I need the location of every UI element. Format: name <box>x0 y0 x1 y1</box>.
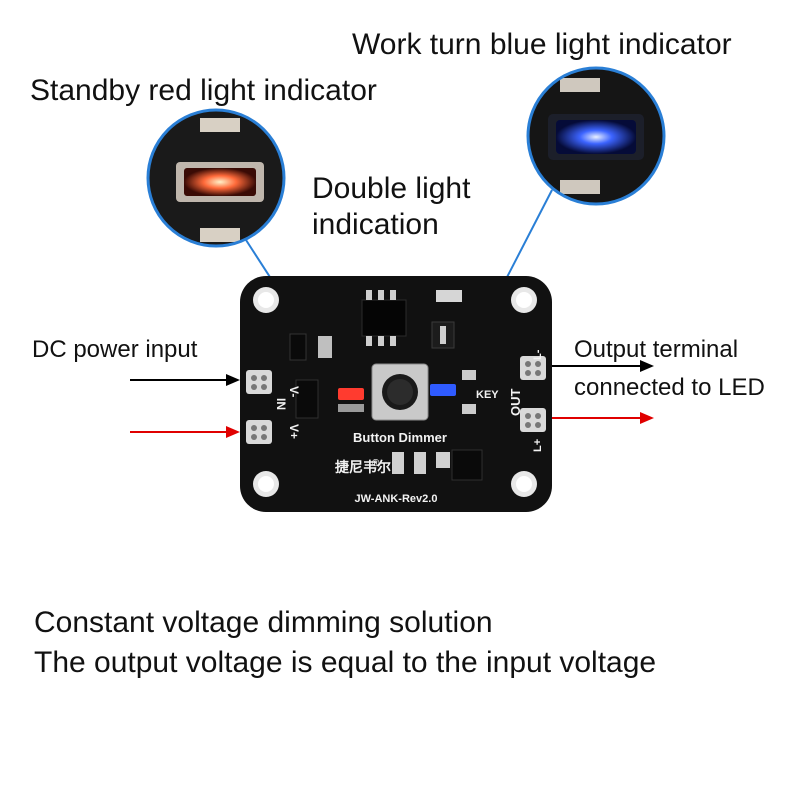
output-terminal-label-line2: connected to LED <box>574 374 765 401</box>
red-led-zoom <box>146 108 286 248</box>
board-blue-led <box>430 384 456 396</box>
brand-text: 捷尼韦尔 <box>335 459 391 475</box>
standby-red-indicator-label: Standby red light indicator <box>30 74 377 107</box>
pcb-board: Button Dimmer KEY 捷尼韦尔 ® JW-ANK-Rev2.0 V… <box>240 276 552 512</box>
double-indication-label-line1: Double light <box>312 172 471 205</box>
push-button[interactable] <box>371 363 429 421</box>
board-name-text: Button Dimmer <box>353 430 447 445</box>
board-red-led <box>338 388 364 400</box>
l-plus-label: L+ <box>532 439 544 452</box>
constant-voltage-caption: Constant voltage dimming solution <box>34 606 493 639</box>
registered-mark: ® <box>372 458 380 469</box>
in-label: IN <box>274 398 288 410</box>
work-blue-indicator-label: Work turn blue light indicator <box>352 28 732 61</box>
blue-led-zoom <box>526 66 666 206</box>
dc-power-input-label: DC power input <box>32 336 198 363</box>
l-minus-label: L- <box>532 349 544 360</box>
out-label: OUT <box>508 389 523 417</box>
output-voltage-caption: The output voltage is equal to the input… <box>34 646 657 679</box>
revision-text: JW-ANK-Rev2.0 <box>355 493 438 505</box>
key-label: KEY <box>476 389 499 401</box>
double-indication-label-line2: indication <box>312 208 439 241</box>
output-terminal-label-line1: Output terminal <box>574 336 739 363</box>
v-minus-label: V- <box>287 386 301 397</box>
v-plus-label: V+ <box>287 424 301 439</box>
